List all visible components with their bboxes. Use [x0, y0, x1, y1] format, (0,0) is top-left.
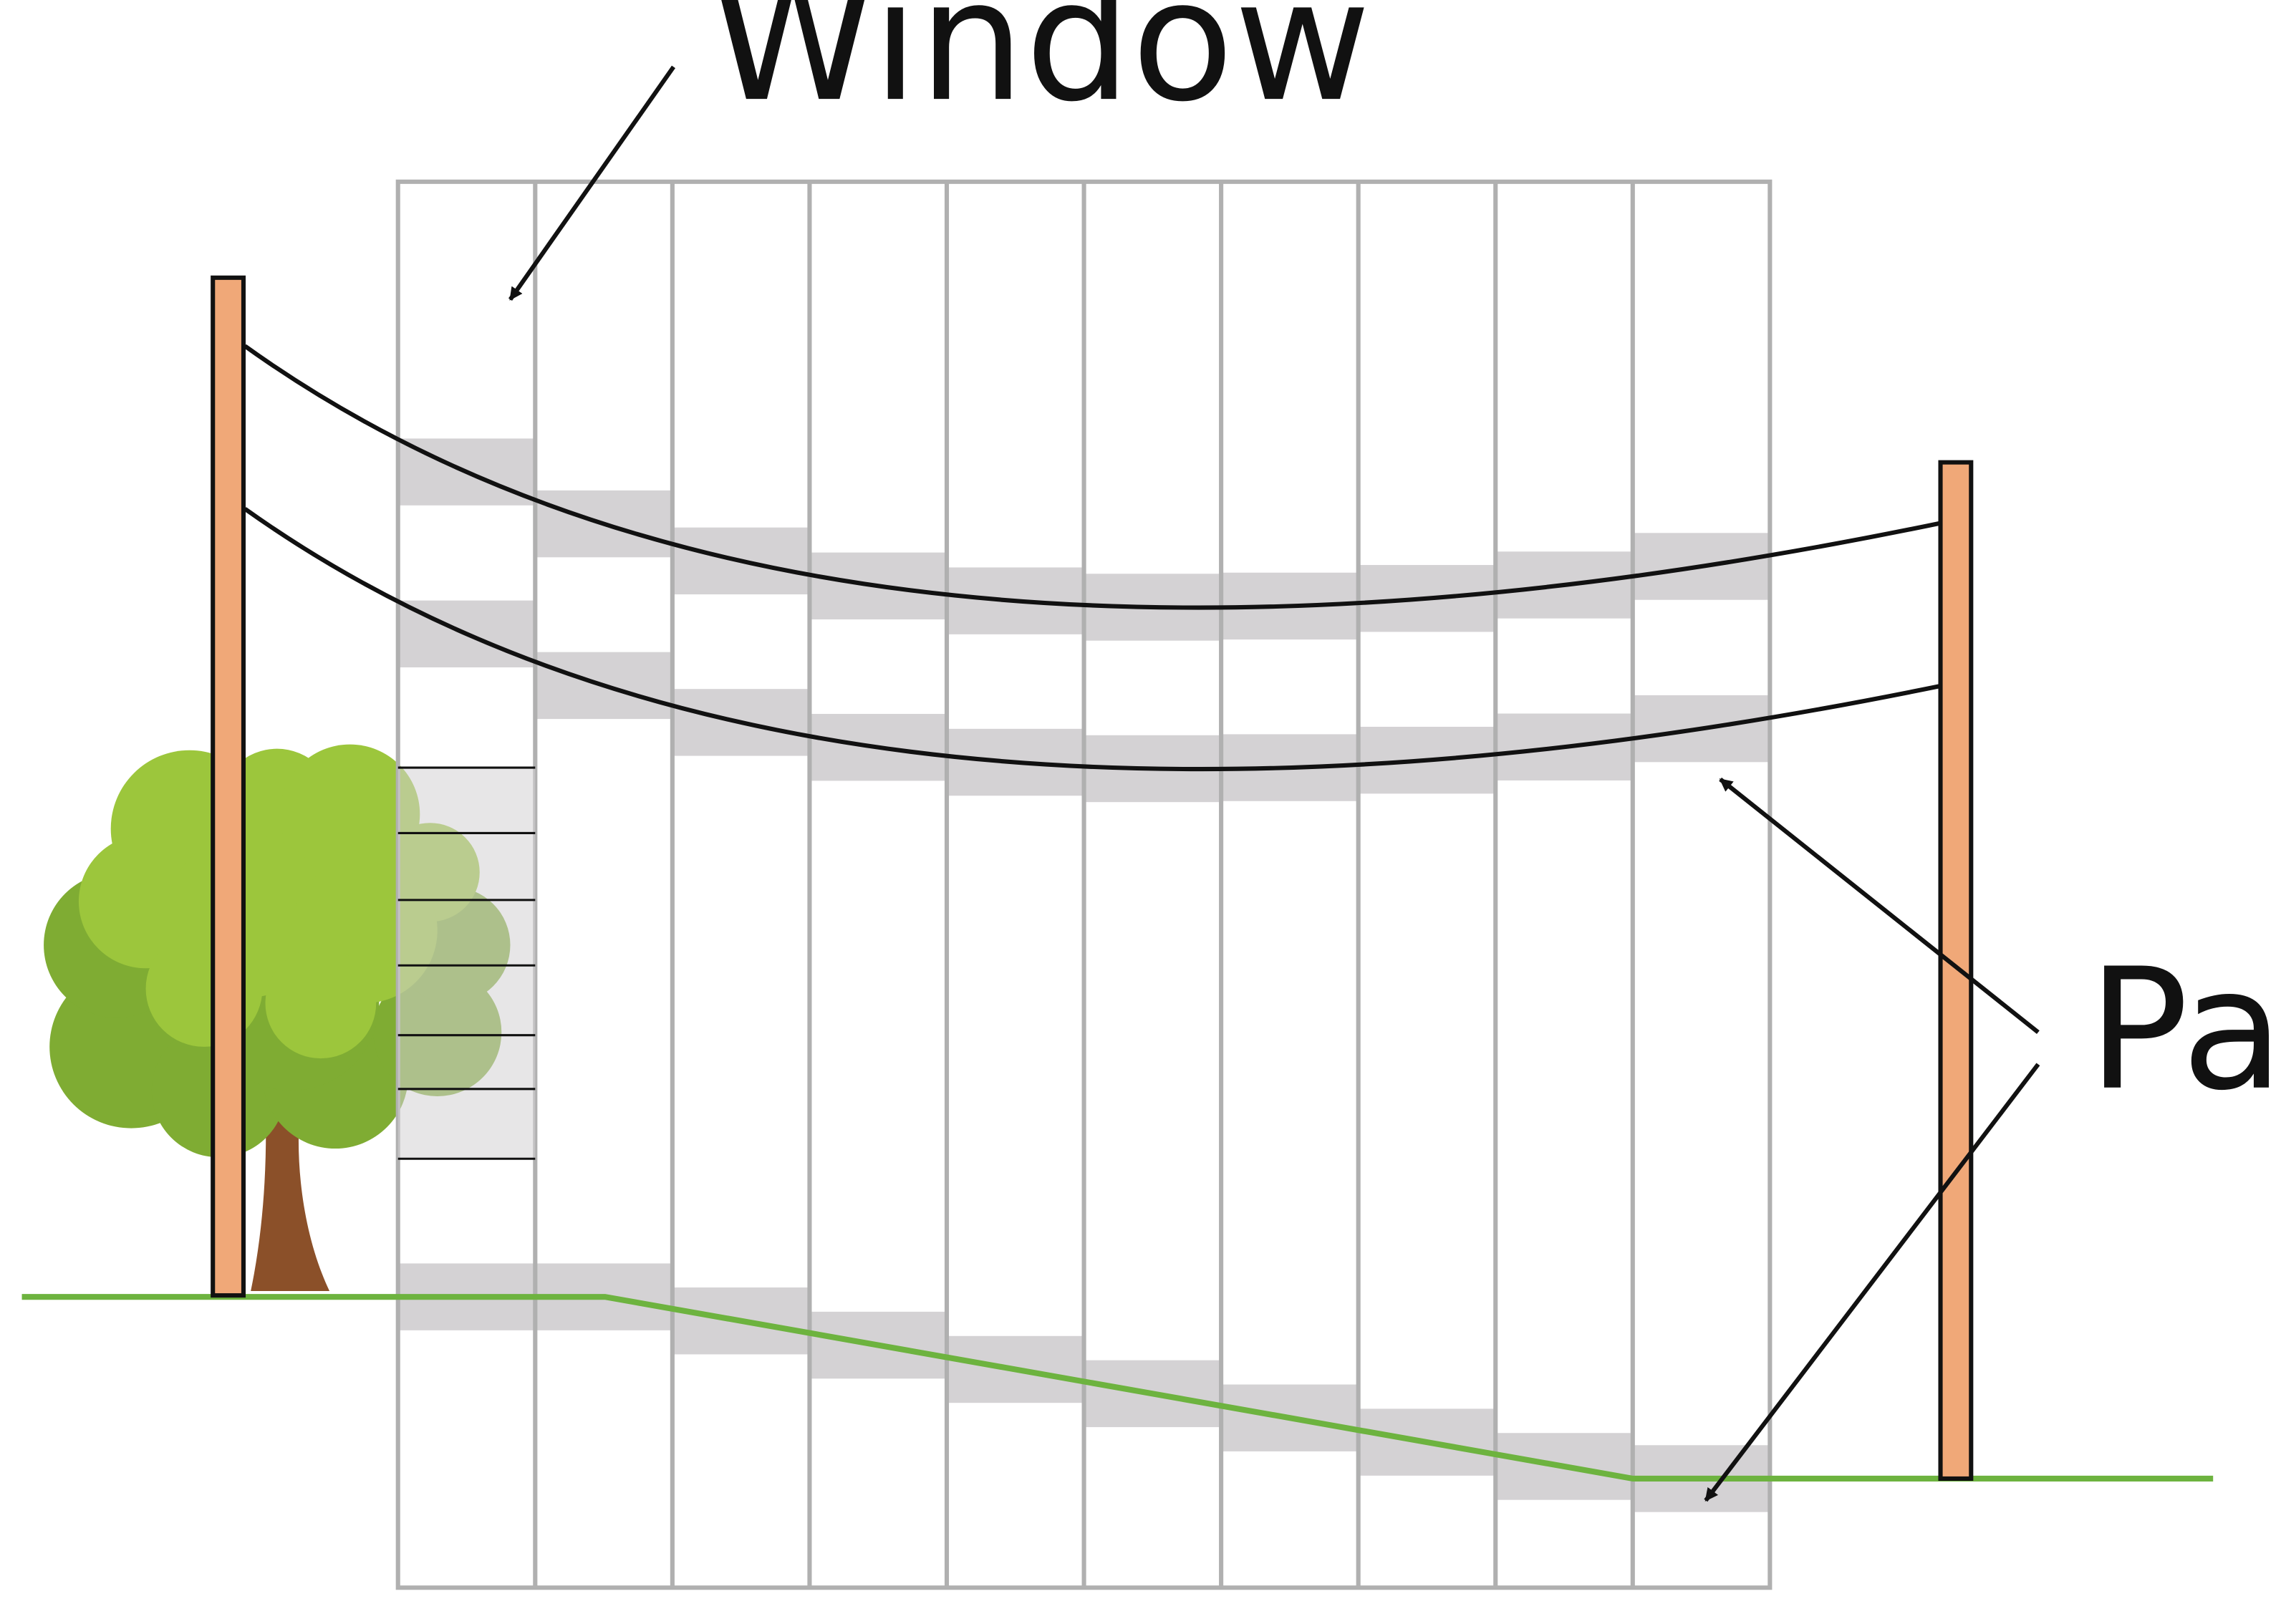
wire-upper — [243, 344, 1940, 610]
tree-pane-overlay — [397, 768, 536, 1159]
arrows — [508, 65, 2040, 1502]
power-wires — [243, 344, 1940, 772]
right-pole — [1938, 460, 1974, 1482]
pane-arrow-lower — [1704, 1063, 2040, 1502]
window-arrow — [508, 65, 676, 301]
window-grid — [395, 179, 1773, 1590]
left-pole — [211, 275, 246, 1298]
wire-lower — [243, 507, 1940, 772]
pane-arrow-upper — [1719, 777, 2040, 1034]
ground-line — [21, 1294, 2214, 1482]
utility-pole-icon — [211, 275, 1974, 1482]
pane-label: Pane — [2088, 933, 2286, 1128]
first-column-lines — [397, 766, 536, 1160]
pane-shades — [397, 438, 1770, 1512]
window-label: Window — [710, 0, 1371, 139]
